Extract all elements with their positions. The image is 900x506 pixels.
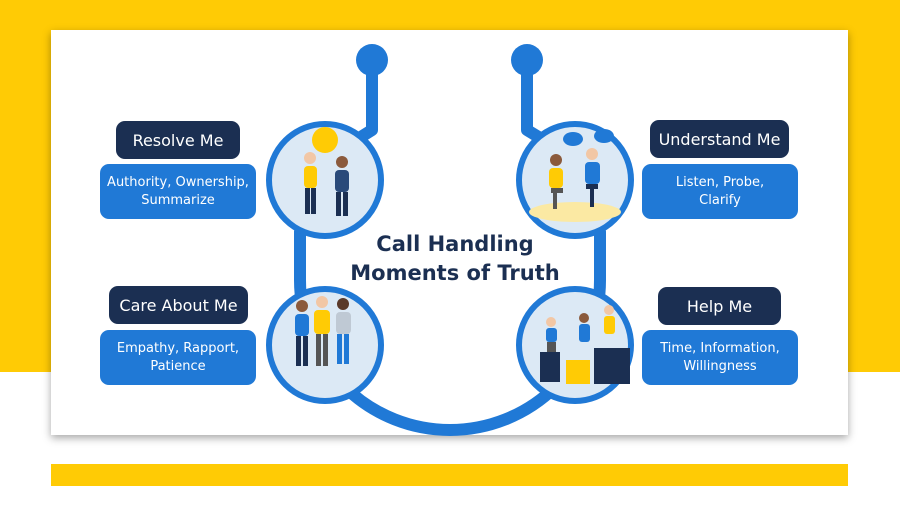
desc-understand-me-line1: Listen, Probe, <box>675 174 765 190</box>
bottom-accent-bar <box>51 464 848 486</box>
desc-understand-me: Listen, Probe, Clarify <box>642 164 798 219</box>
desc-understand-me-line2: Clarify <box>699 192 741 208</box>
illustration-understand-me <box>516 121 634 239</box>
connector-knob-left <box>356 44 388 76</box>
label-understand-me: Understand Me <box>650 120 789 158</box>
desc-resolve-me: Authority, Ownership, Summarize <box>100 164 256 219</box>
label-resolve-me: Resolve Me <box>116 121 240 159</box>
desc-care-about-me: Empathy, Rapport, Patience <box>100 330 256 385</box>
illustration-resolve-me <box>266 121 384 239</box>
desc-care-about-me-line1: Empathy, Rapport, <box>116 340 240 356</box>
desc-resolve-me-line2: Summarize <box>141 192 215 208</box>
connector-knob-right <box>511 44 543 76</box>
label-help-me: Help Me <box>658 287 781 325</box>
illustration-help-me <box>516 286 634 404</box>
desc-resolve-me-line1: Authority, Ownership, <box>107 174 249 190</box>
diagram-title-line1: Call Handling <box>376 232 534 256</box>
desc-care-about-me-line2: Patience <box>150 358 206 374</box>
desc-help-me-line1: Time, Information, <box>660 340 780 356</box>
diagram-title: Call Handling Moments of Truth <box>330 230 580 288</box>
label-care-about-me: Care About Me <box>109 286 248 324</box>
desc-help-me: Time, Information, Willingness <box>642 330 798 385</box>
illustration-care-about-me <box>266 286 384 404</box>
diagram-title-line2: Moments of Truth <box>350 261 560 285</box>
desc-help-me-line2: Willingness <box>683 358 757 374</box>
